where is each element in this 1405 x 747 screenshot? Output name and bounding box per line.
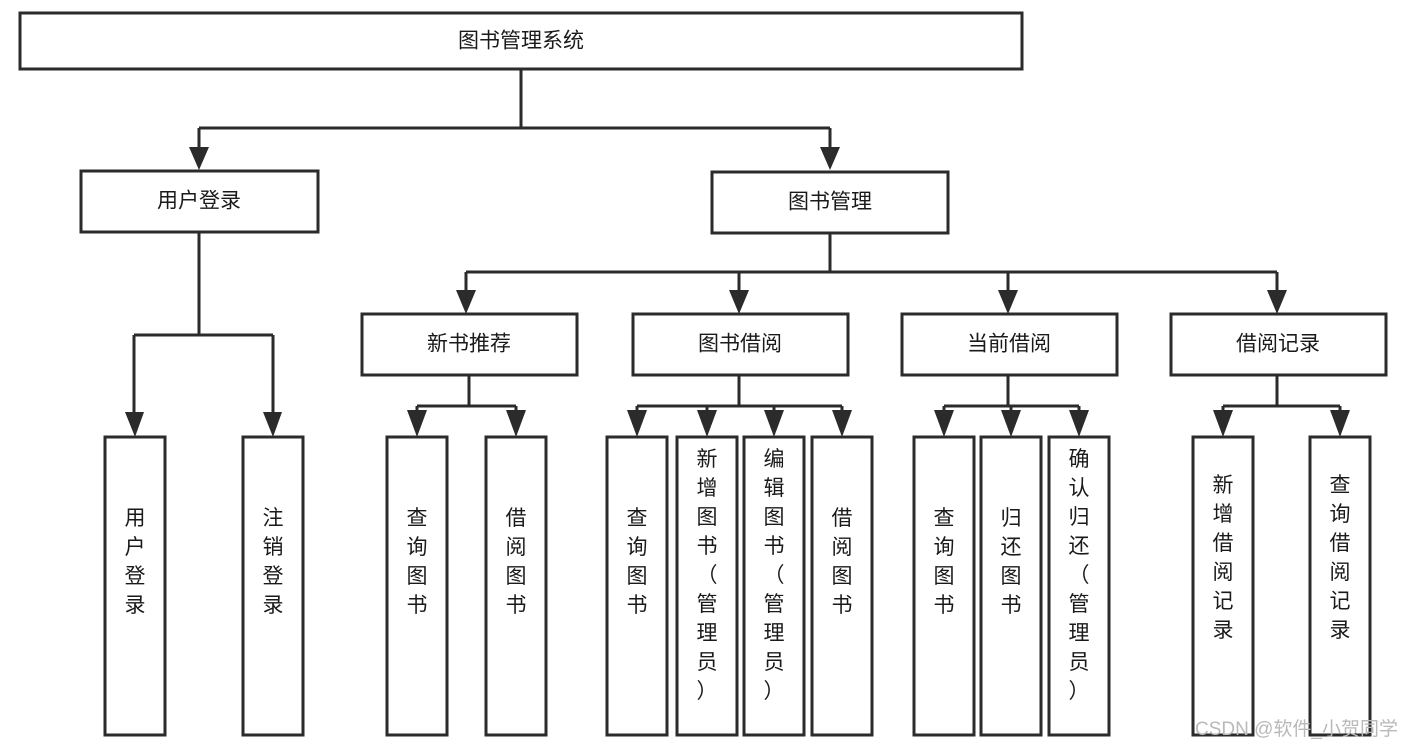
- arrowhead-leaf-query-book-2: [627, 410, 647, 437]
- node-leaf-query-record[interactable]: 查询借阅记录: [1308, 435, 1372, 737]
- node-leaf-user-login-label: 用户登录: [125, 507, 146, 617]
- node-leaf-confirm-return-box[interactable]: [1047, 435, 1111, 737]
- node-leaf-add-book[interactable]: 新增图书（管理员）: [675, 435, 739, 737]
- node-book-borrow-label: 图书借阅: [698, 333, 782, 356]
- node-leaf-confirm-return[interactable]: 确认归还（管理员）: [1047, 435, 1111, 737]
- node-leaf-query-book-3[interactable]: 查询图书: [912, 435, 976, 737]
- node-leaf-return-book-label: 归还图书: [1001, 507, 1022, 617]
- arrowhead-leaf-query-book-1: [407, 410, 427, 437]
- arrowhead-leaf-edit-book: [764, 410, 784, 437]
- node-leaf-query-book-1-label: 查询图书: [407, 507, 428, 617]
- node-current-borrow-box[interactable]: [900, 312, 1119, 377]
- node-book-manage[interactable]: 图书管理: [710, 170, 950, 235]
- node-current-borrow[interactable]: 当前借阅: [900, 312, 1119, 377]
- arrowhead-leaf-query-record: [1330, 410, 1350, 437]
- node-root-box[interactable]: [18, 11, 1024, 71]
- node-root-label: 图书管理系统: [458, 30, 584, 53]
- node-borrow-record-label: 借阅记录: [1236, 333, 1320, 356]
- node-new-book-rec[interactable]: 新书推荐: [360, 312, 579, 377]
- arrowhead-user-login: [189, 147, 209, 170]
- node-leaf-add-record-box[interactable]: [1191, 435, 1255, 737]
- node-leaf-edit-book-box[interactable]: [742, 435, 806, 737]
- node-leaf-query-book-3-box[interactable]: [912, 435, 976, 737]
- node-book-manage-label: 图书管理: [788, 191, 872, 214]
- node-leaf-query-book-1[interactable]: 查询图书: [385, 435, 449, 737]
- node-leaf-confirm-return-label: 确认归还（管理员）: [1069, 448, 1090, 703]
- arrowhead-leaf-query-book-3: [934, 410, 954, 437]
- node-user-login[interactable]: 用户登录: [79, 169, 320, 234]
- node-leaf-return-book[interactable]: 归还图书: [979, 435, 1043, 737]
- node-new-book-rec-label: 新书推荐: [427, 333, 511, 356]
- node-leaf-query-book-1-box[interactable]: [385, 435, 449, 737]
- node-leaf-add-record[interactable]: 新增借阅记录: [1191, 435, 1255, 737]
- node-leaf-add-book-box[interactable]: [675, 435, 739, 737]
- node-leaf-query-book-2-label: 查询图书: [627, 507, 648, 617]
- node-leaf-borrow-book-2-label: 借阅图书: [832, 507, 853, 617]
- node-leaf-user-logout[interactable]: 注销登录: [241, 435, 305, 737]
- node-root[interactable]: 图书管理系统: [18, 11, 1024, 71]
- node-leaf-user-login-box[interactable]: [103, 435, 167, 737]
- arrowhead-new-book-rec: [456, 290, 476, 314]
- arrowhead-leaf-user-login: [125, 412, 144, 437]
- node-leaf-borrow-book-1[interactable]: 借阅图书: [484, 435, 548, 737]
- node-leaf-query-book-2[interactable]: 查询图书: [605, 435, 669, 737]
- arrowhead-leaf-confirm-return: [1069, 410, 1089, 437]
- arrowhead-leaf-return-book: [1001, 410, 1021, 437]
- node-book-borrow-box[interactable]: [631, 312, 850, 377]
- arrowhead-borrow-record: [1267, 290, 1287, 314]
- arrowhead-leaf-user-logout: [263, 412, 282, 437]
- node-leaf-user-logout-box[interactable]: [241, 435, 305, 737]
- node-leaf-query-record-box[interactable]: [1308, 435, 1372, 737]
- node-user-login-box[interactable]: [79, 169, 320, 234]
- node-leaf-borrow-book-2[interactable]: 借阅图书: [810, 435, 874, 737]
- node-leaf-query-record-label: 查询借阅记录: [1330, 474, 1351, 642]
- arrowhead-leaf-borrow-book-1: [506, 410, 526, 437]
- node-user-login-label: 用户登录: [157, 190, 241, 213]
- arrowhead-leaf-add-book: [697, 410, 717, 437]
- node-leaf-return-book-box[interactable]: [979, 435, 1043, 737]
- node-borrow-record-box[interactable]: [1169, 312, 1388, 377]
- node-leaf-user-logout-label: 注销登录: [263, 507, 284, 617]
- node-leaf-query-book-3-label: 查询图书: [934, 507, 955, 617]
- arrowhead-leaf-borrow-book-2: [832, 410, 852, 437]
- arrowhead-current-borrow: [998, 290, 1018, 314]
- node-leaf-user-login[interactable]: 用户登录: [103, 435, 167, 737]
- csdn-watermark: CSDN @软件_小贺同学: [1195, 718, 1398, 740]
- arrowhead-leaf-add-record: [1213, 410, 1233, 437]
- node-leaf-borrow-book-2-box[interactable]: [810, 435, 874, 737]
- arrowhead-book-manage: [820, 147, 840, 170]
- node-current-borrow-label: 当前借阅: [967, 333, 1051, 356]
- arrowhead-book-borrow: [729, 290, 749, 314]
- node-leaf-query-book-2-box[interactable]: [605, 435, 669, 737]
- node-leaf-add-record-label: 新增借阅记录: [1213, 474, 1234, 642]
- node-leaf-add-book-label: 新增图书（管理员）: [697, 448, 718, 703]
- node-leaf-edit-book-label: 编辑图书（管理员）: [764, 448, 785, 703]
- node-leaf-borrow-book-1-label: 借阅图书: [506, 507, 527, 617]
- node-new-book-rec-box[interactable]: [360, 312, 579, 377]
- node-leaf-borrow-book-1-box[interactable]: [484, 435, 548, 737]
- node-book-borrow[interactable]: 图书借阅: [631, 312, 850, 377]
- node-leaf-edit-book[interactable]: 编辑图书（管理员）: [742, 435, 806, 737]
- connector-layer: [125, 69, 1350, 437]
- node-borrow-record[interactable]: 借阅记录: [1169, 312, 1388, 377]
- node-book-manage-box[interactable]: [710, 170, 950, 235]
